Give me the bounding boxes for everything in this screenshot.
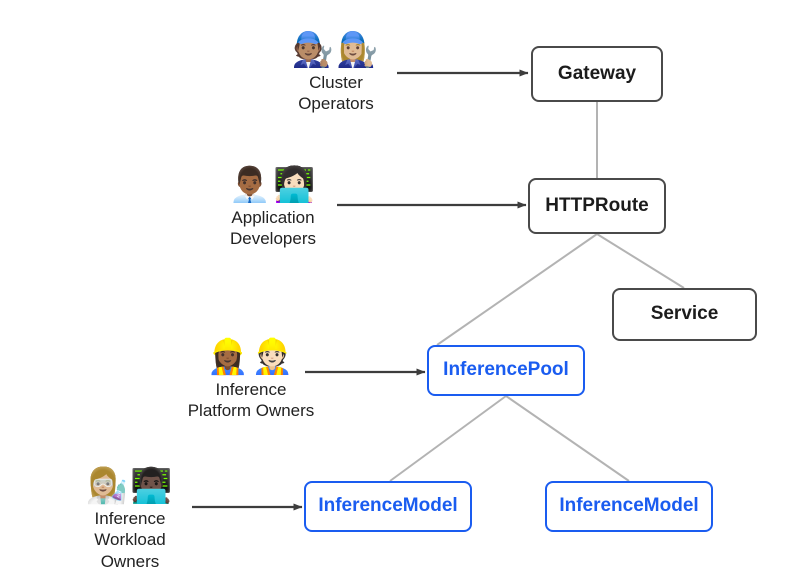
office-worker-icon: 👨🏾‍💼👩🏻‍💻 xyxy=(228,166,318,204)
node-label: Service xyxy=(650,303,719,325)
node-label: InferenceModel xyxy=(559,495,699,517)
persona-application-developers: 👨🏾‍💼👩🏻‍💻 Application Developers xyxy=(225,165,321,250)
edge-httproute-to-service xyxy=(596,233,685,289)
node-service[interactable]: Service xyxy=(612,288,757,341)
persona-inference-workload-owners: 👩🏼‍🔬👨🏿‍💻 Inference Workload Owners xyxy=(65,466,195,572)
persona-label: Inference Workload Owners xyxy=(94,509,166,571)
persona-cluster-operators: 🧑🏽‍🔧👩🏼‍🔧 Cluster Operators xyxy=(288,30,384,115)
persona-label: Cluster Operators xyxy=(298,73,374,114)
edge-inferencepool-to-inferencemodel-left xyxy=(389,395,507,482)
scientist-icon: 👩🏼‍🔬👨🏿‍💻 xyxy=(85,467,175,505)
edge-httproute-to-inferencepool xyxy=(436,233,598,346)
persona-label: Application Developers xyxy=(230,208,316,249)
edge-inferencepool-to-inferencemodel-right xyxy=(505,395,630,482)
node-inferencepool[interactable]: InferencePool xyxy=(427,345,585,396)
node-gateway[interactable]: Gateway xyxy=(531,46,663,102)
persona-inference-platform-owners: 👷🏾‍♀️👷🏻 Inference Platform Owners xyxy=(186,337,316,422)
node-label: InferenceModel xyxy=(318,495,458,517)
node-inferencemodel-left[interactable]: InferenceModel xyxy=(304,481,472,532)
construction-worker-icon: 👷🏾‍♀️👷🏻 xyxy=(206,338,296,376)
persona-label: Inference Platform Owners xyxy=(187,380,315,421)
persona-arrows xyxy=(192,69,529,511)
node-label: InferencePool xyxy=(443,359,569,381)
mechanic-icon: 🧑🏽‍🔧👩🏼‍🔧 xyxy=(291,31,381,69)
node-inferencemodel-right[interactable]: InferenceModel xyxy=(545,481,713,532)
node-label: HTTPRoute xyxy=(545,194,649,216)
node-httproute[interactable]: HTTPRoute xyxy=(528,178,666,234)
node-label: Gateway xyxy=(557,62,637,84)
